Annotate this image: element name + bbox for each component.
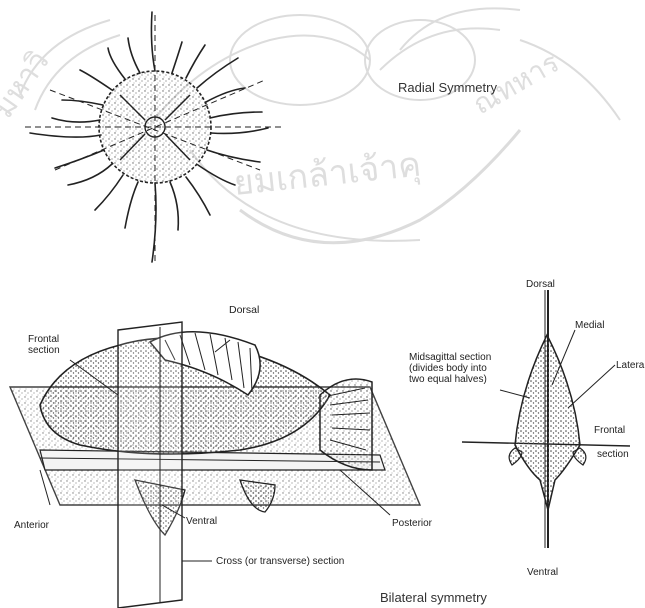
medial-label: Medial bbox=[575, 320, 604, 331]
posterior-label: Posterior bbox=[392, 518, 432, 529]
lateral-label: Latera bbox=[616, 360, 644, 371]
fish-dorsal-label: Dorsal bbox=[229, 305, 259, 316]
cross-section-word-label: section bbox=[597, 449, 629, 460]
midsagittal-section-label: Midsagittal section (divides body into t… bbox=[409, 352, 491, 385]
bilateral-symmetry-caption: Bilateral symmetry bbox=[380, 591, 487, 605]
cross-frontal-label: Frontal bbox=[594, 425, 625, 436]
cross-dorsal-label: Dorsal bbox=[526, 279, 555, 290]
radial-symmetry-label: Radial Symmetry bbox=[398, 81, 497, 95]
frontal-section-label: Frontal section bbox=[28, 334, 60, 356]
anterior-label: Anterior bbox=[14, 520, 49, 531]
cross-section-label: Cross (or transverse) section bbox=[216, 556, 344, 567]
cross-ventral-label: Ventral bbox=[527, 567, 558, 578]
fish-ventral-label: Ventral bbox=[186, 516, 217, 527]
